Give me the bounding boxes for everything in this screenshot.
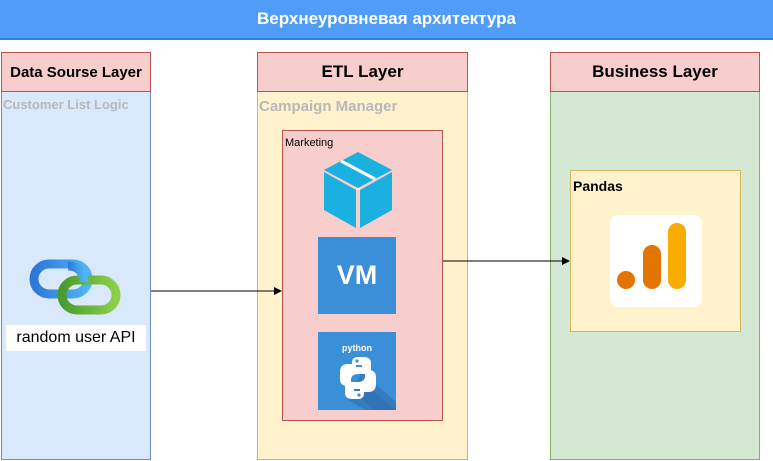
link-icon bbox=[28, 256, 124, 322]
business-layer-header: Business Layer bbox=[550, 52, 760, 92]
source-layer-header: Data Sourse Layer bbox=[1, 52, 151, 92]
diagram-title: Верхнеуровневая архитектура bbox=[0, 0, 773, 40]
source-layer-caption: Customer List Logic bbox=[3, 97, 129, 112]
random-user-api-node[interactable]: random user API bbox=[6, 325, 146, 351]
vm-label: VM bbox=[336, 260, 378, 290]
python-logo-icon bbox=[340, 357, 396, 410]
python-label: python bbox=[342, 343, 372, 353]
analytics-bars-icon bbox=[610, 215, 702, 307]
source-layer-lane bbox=[1, 91, 151, 460]
etl-layer-header: ETL Layer bbox=[257, 52, 468, 92]
etl-layer-caption: Campaign Manager bbox=[259, 98, 398, 115]
random-user-api-label: random user API bbox=[16, 329, 136, 346]
python-tile[interactable]: python bbox=[318, 332, 396, 410]
marketing-group-label: Marketing bbox=[285, 137, 334, 149]
package-box-icon bbox=[322, 150, 394, 230]
vm-tile[interactable]: VM bbox=[318, 237, 396, 314]
pandas-group-label: Pandas bbox=[573, 178, 623, 194]
